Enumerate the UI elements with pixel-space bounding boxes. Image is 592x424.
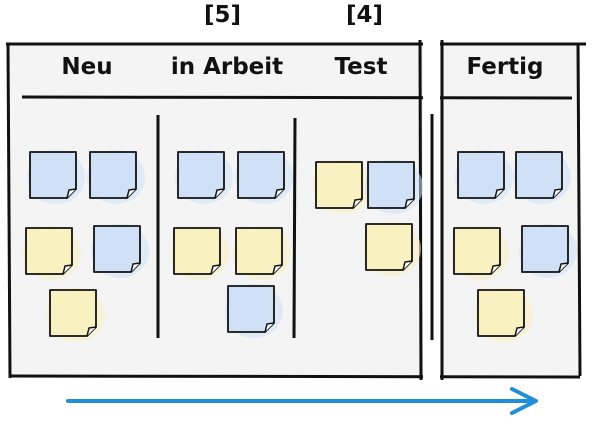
- column-title-in-arbeit: in Arbeit: [170, 54, 284, 80]
- sticky-note-blue: [513, 150, 571, 204]
- sticky-note-fold: [552, 188, 563, 199]
- sticky-note-yellow: [451, 226, 509, 280]
- sticky-note-fold: [352, 198, 363, 209]
- header-underline: [21, 95, 573, 100]
- sticky-note-fold: [130, 262, 141, 273]
- sticky-note-blue: [175, 150, 233, 204]
- wip-limit-in-arbeit: [5]: [204, 2, 242, 28]
- sticky-note-blue: [365, 160, 423, 214]
- sticky-note-fold: [490, 264, 501, 275]
- sticky-note-fold: [402, 260, 413, 271]
- sticky-note-blue: [225, 284, 283, 338]
- sticky-note-fold: [494, 188, 505, 199]
- sticky-note-yellow: [233, 226, 291, 280]
- sticky-note-blue: [519, 224, 577, 278]
- sticky-note-yellow: [475, 288, 533, 342]
- sticky-note-fold: [210, 264, 221, 275]
- sticky-note-fold: [514, 326, 525, 337]
- sticky-note-blue: [87, 150, 145, 204]
- sticky-note-fold: [272, 264, 283, 275]
- column-title-test: Test: [334, 54, 388, 80]
- board-right-border: [576, 43, 582, 377]
- column-separator: [292, 117, 297, 339]
- column-title-neu: Neu: [61, 54, 113, 80]
- sticky-note-yellow: [171, 226, 229, 280]
- sticky-note-yellow: [313, 160, 371, 214]
- sticky-note-fold: [86, 326, 97, 337]
- sticky-note-fold: [62, 264, 73, 275]
- sticky-note-fold: [558, 262, 569, 273]
- sticky-note-yellow: [23, 226, 81, 280]
- arrow-right-icon: [66, 387, 538, 415]
- sticky-note-fold: [404, 198, 415, 209]
- sticky-note-fold: [264, 322, 275, 333]
- done-separator-left: [418, 39, 423, 381]
- sticky-note-fold: [126, 188, 137, 199]
- board-bottom-border: [9, 374, 581, 379]
- sticky-note-yellow: [363, 222, 421, 276]
- column-title-fertig: Fertig: [466, 54, 544, 80]
- sticky-note-fold: [274, 188, 285, 199]
- sticky-note-fold: [66, 188, 77, 199]
- sticky-note-blue: [27, 150, 85, 204]
- wip-limit-test: [4]: [346, 2, 384, 28]
- sticky-note-blue: [91, 224, 149, 278]
- sticky-note-blue: [235, 150, 293, 204]
- sticky-note-fold: [214, 188, 225, 199]
- board-left-border: [6, 43, 12, 379]
- sticky-note-blue: [455, 150, 513, 204]
- sticky-note-yellow: [47, 288, 105, 342]
